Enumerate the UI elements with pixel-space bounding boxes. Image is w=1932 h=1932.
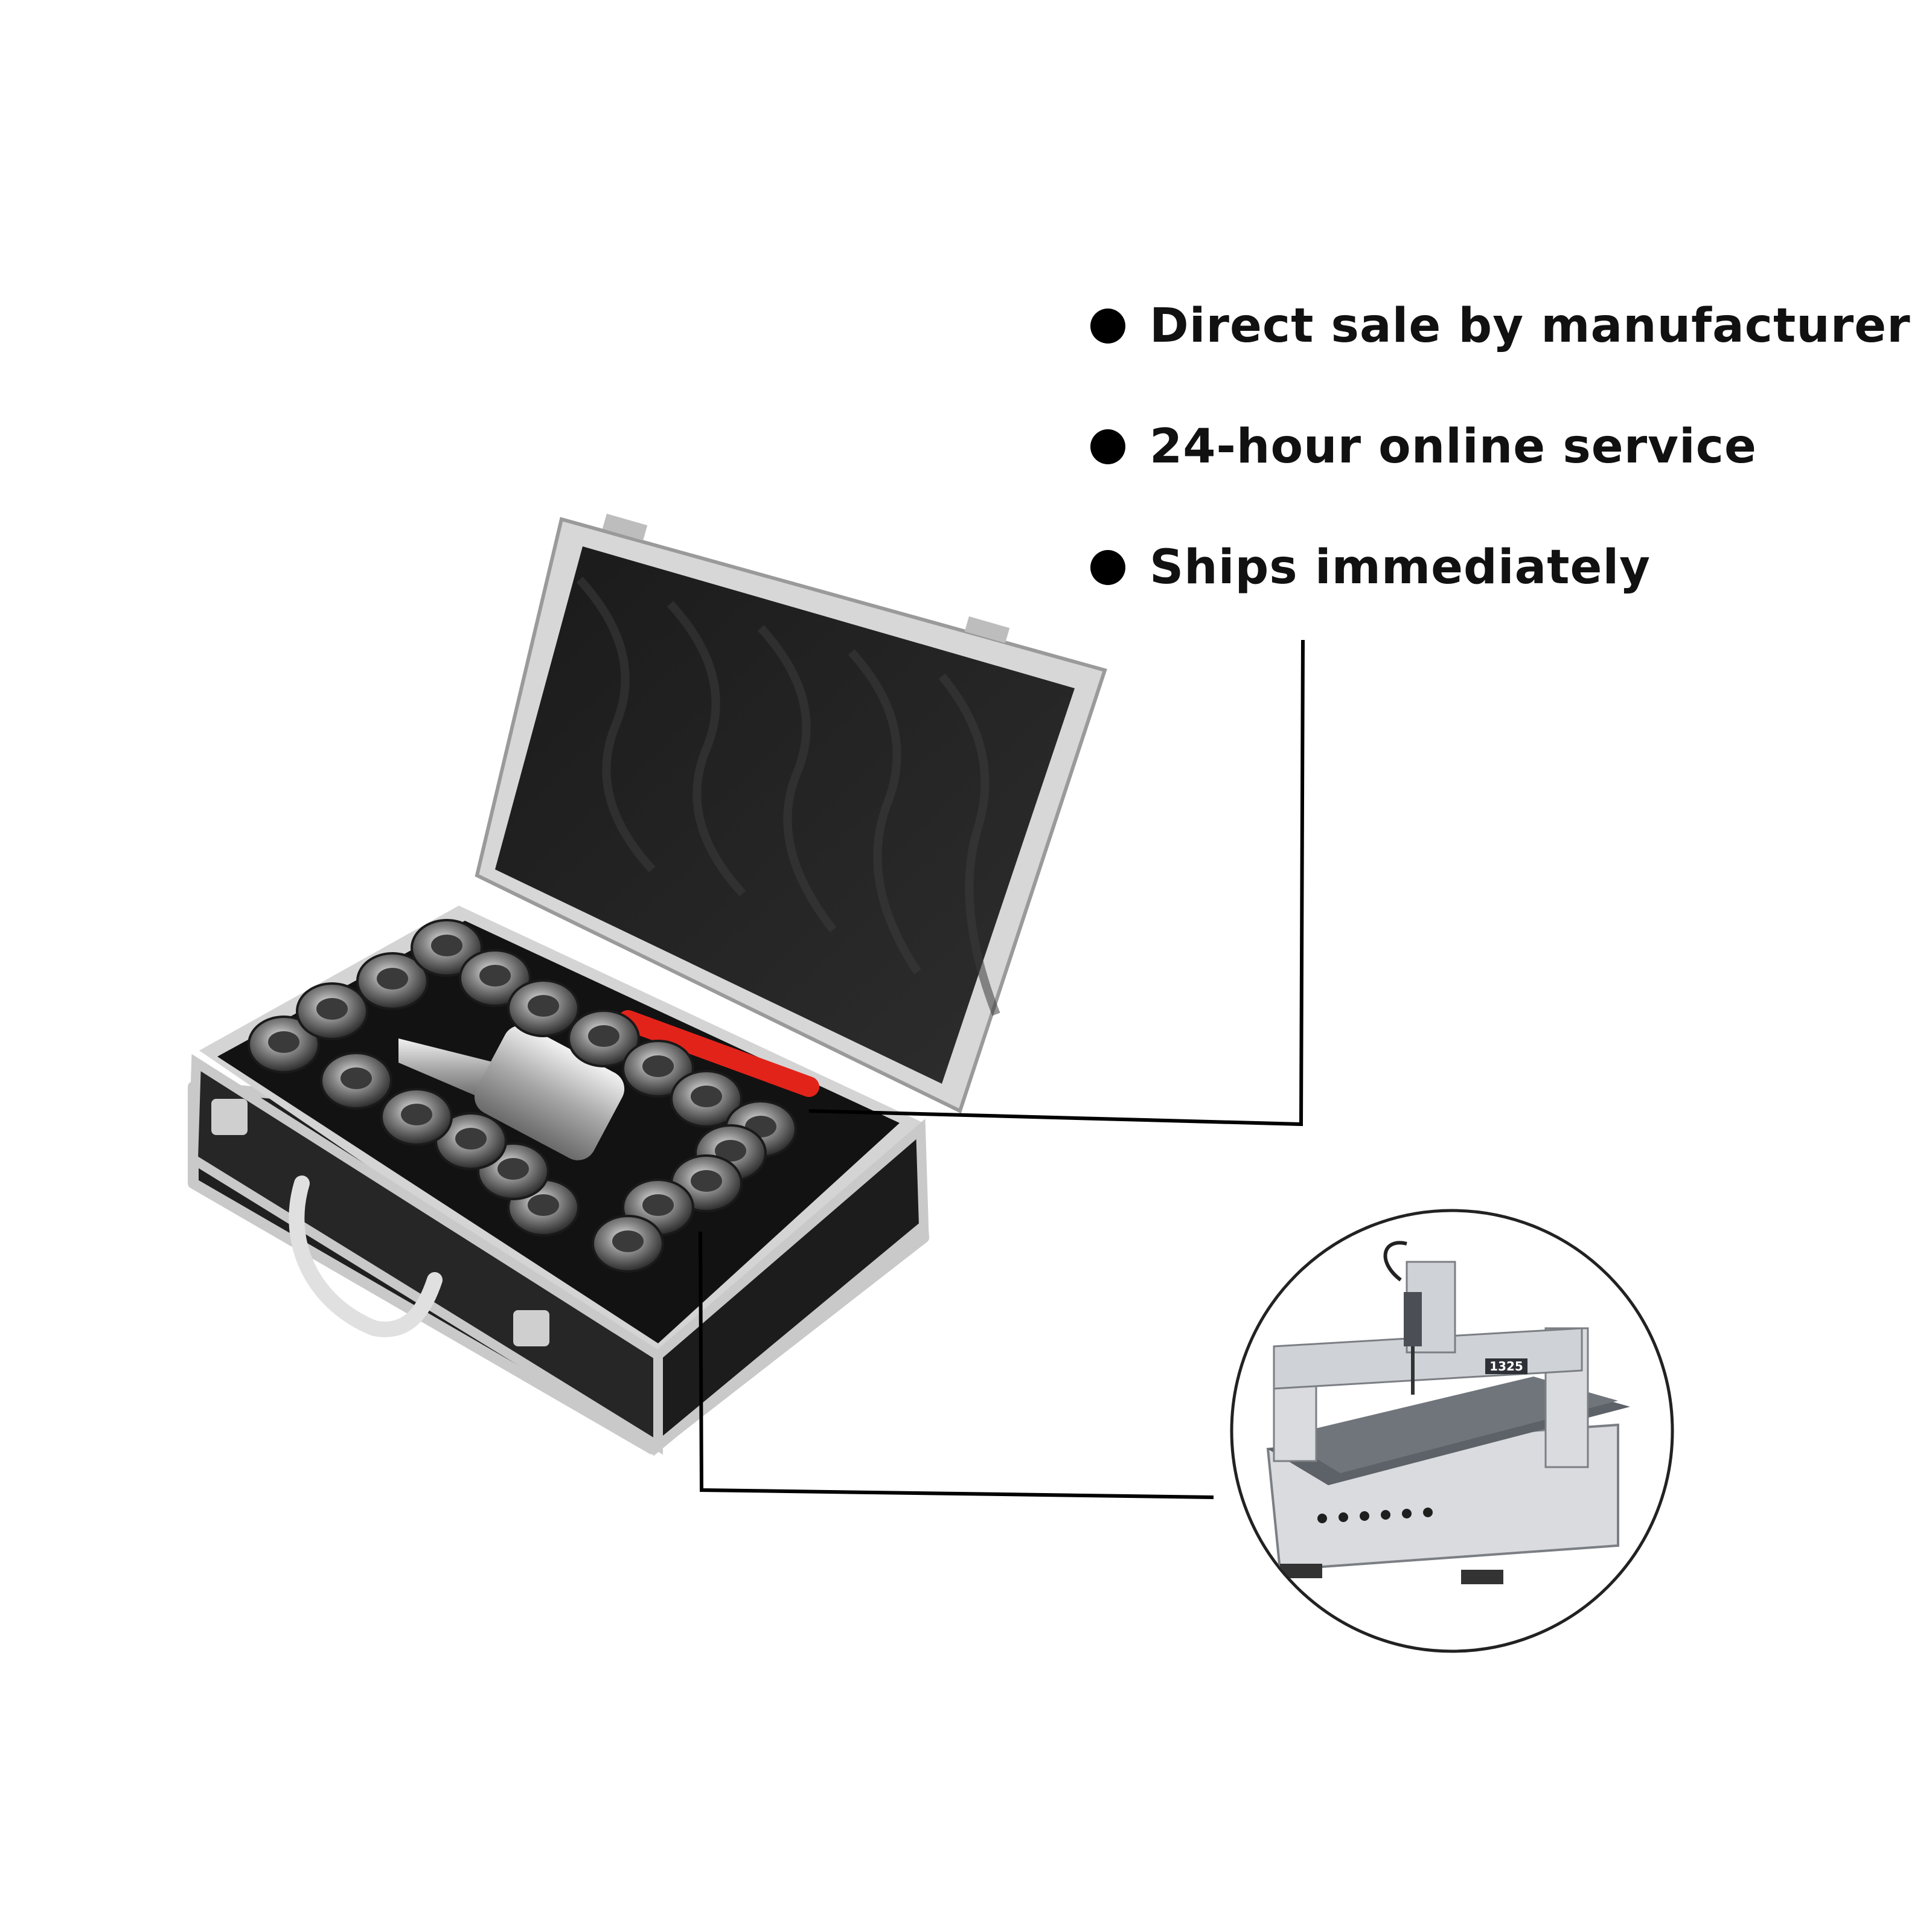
collet-bore: [691, 1086, 722, 1107]
collet-bore: [528, 995, 559, 1017]
bullet-icon: [1090, 550, 1125, 585]
bullet-icon: [1090, 309, 1125, 344]
connector-line-machine: [699, 1231, 1214, 1499]
collet-bore: [691, 1170, 722, 1192]
collet-bore: [455, 1128, 487, 1150]
collet-bore: [341, 1067, 372, 1089]
collet-bore: [642, 1194, 674, 1216]
feature-item-online-service: 24-hour online service: [1090, 386, 1911, 507]
collet-bore: [612, 1230, 644, 1252]
collet-bore: [401, 1104, 432, 1125]
feature-text-direct-sale: Direct sale by manufacturer: [1150, 299, 1911, 353]
feature-item-ships: Ships immediately: [1090, 507, 1911, 628]
gantry-plate: [1485, 1358, 1527, 1374]
collet-bore: [642, 1055, 674, 1077]
case-latch: [211, 1099, 248, 1135]
machine-bed-top: [1280, 1377, 1618, 1473]
bullet-icon: [1090, 429, 1125, 464]
cnc-router-machine-image: 1325: [1230, 1209, 1674, 1653]
feature-text-online-service: 24-hour online service: [1150, 420, 1757, 474]
collet-bore: [588, 1025, 619, 1047]
lid-clasp: [964, 616, 1010, 644]
collet-bore: [528, 1194, 559, 1216]
case-latch: [513, 1310, 549, 1346]
machine-foot: [1461, 1570, 1503, 1584]
collet-bore: [479, 965, 511, 987]
collet-group: [248, 919, 797, 1273]
spindle-cable: [1383, 1241, 1407, 1282]
collet-bore: [377, 968, 408, 990]
collet-bore: [497, 1158, 529, 1180]
foam-pattern: [576, 577, 1000, 1016]
machine-controls: [1317, 1508, 1433, 1523]
wrench-handle: [618, 1010, 819, 1097]
collet-bore: [316, 998, 348, 1020]
collet-toolkit-case-image: [188, 513, 1107, 1457]
spindle-motor: [1404, 1292, 1422, 1346]
connector-line-features: [808, 639, 1305, 1127]
case-handle: [289, 1176, 443, 1337]
lid-clasp: [602, 513, 648, 541]
case-side-panel: [653, 1118, 929, 1457]
collet-bore: [268, 1031, 299, 1053]
collet-bore: [715, 1140, 746, 1162]
feature-item-direct-sale: Direct sale by manufacturer: [1090, 266, 1911, 386]
feature-text-ships: Ships immediately: [1150, 540, 1651, 595]
feature-list: Direct sale by manufacturer 24-hour onli…: [1090, 266, 1911, 628]
collet-bore: [431, 935, 462, 956]
machine-plate-text: 1325: [1489, 1359, 1523, 1374]
